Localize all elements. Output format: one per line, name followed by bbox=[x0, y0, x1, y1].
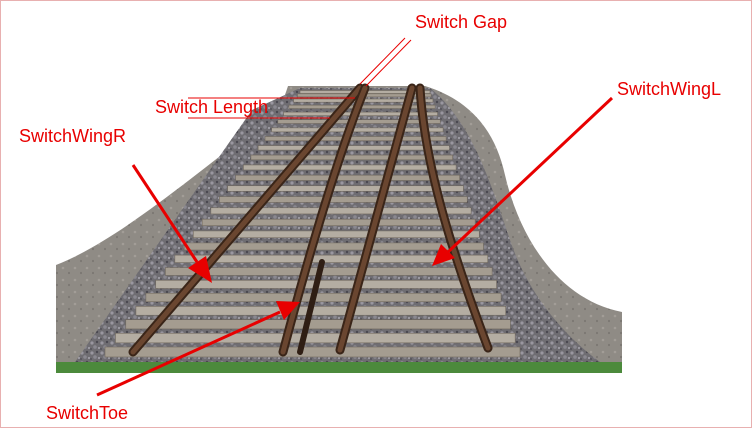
sleeper bbox=[235, 174, 461, 181]
sleeper bbox=[155, 279, 497, 289]
sleeper bbox=[277, 119, 441, 124]
sleeper bbox=[227, 185, 464, 192]
sleeper bbox=[135, 306, 507, 316]
sleeper bbox=[210, 207, 472, 215]
switch-wing-l-label: SwitchWingL bbox=[617, 79, 722, 99]
sleeper bbox=[183, 242, 484, 251]
sleeper bbox=[271, 127, 444, 133]
switch-toe-arrowhead bbox=[276, 301, 300, 320]
switch-toe-label: SwitchToe bbox=[46, 403, 129, 423]
sleeper bbox=[192, 230, 480, 239]
sleepers bbox=[104, 90, 521, 358]
switch-gap-label: Switch Gap bbox=[415, 12, 508, 32]
rails bbox=[128, 83, 493, 357]
sleeper bbox=[283, 111, 438, 116]
sleeper bbox=[174, 254, 489, 263]
grass-strip bbox=[56, 362, 622, 373]
sleeper bbox=[104, 346, 521, 358]
switch-wing-r-arrowhead bbox=[188, 256, 212, 283]
sleeper bbox=[201, 218, 476, 227]
switch-wing-r-label: SwitchWingR bbox=[19, 126, 127, 146]
annotations bbox=[96, 37, 614, 397]
sleeper bbox=[125, 319, 511, 330]
switch-length-label: Switch Length bbox=[155, 97, 269, 117]
sleeper bbox=[250, 154, 453, 161]
sleeper bbox=[165, 267, 493, 276]
sleeper bbox=[145, 292, 502, 303]
sleeper bbox=[219, 196, 468, 203]
switch-toe-arrow bbox=[96, 310, 281, 397]
sleeper bbox=[243, 164, 457, 171]
sleeper bbox=[264, 136, 447, 142]
switch-wing-r-arrow bbox=[131, 164, 199, 263]
switch-gap-leader bbox=[359, 37, 412, 87]
sleeper bbox=[257, 145, 450, 151]
switch-wing-l-arrowhead bbox=[432, 244, 455, 266]
sleeper bbox=[115, 332, 516, 344]
switch-wing-l-arrow bbox=[446, 96, 614, 254]
switch-blade bbox=[297, 259, 325, 355]
